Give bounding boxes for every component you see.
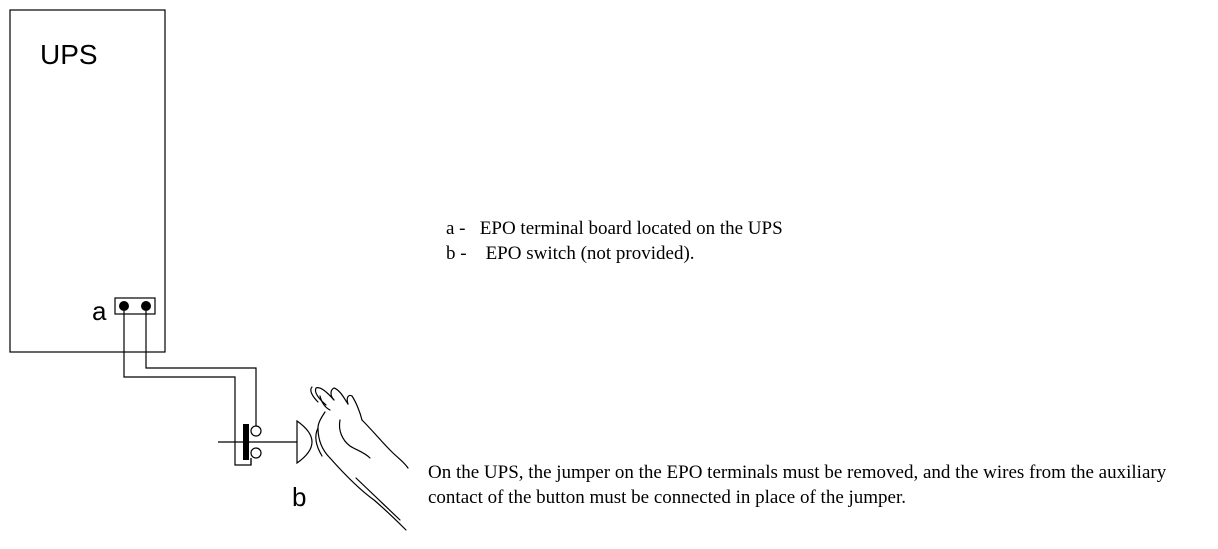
legend: a - EPO terminal board located on the UP… <box>446 216 783 266</box>
legend-key-a: a - <box>446 218 466 239</box>
switch-contact-icon <box>218 424 297 465</box>
installation-note: On the UPS, the jumper on the EPO termin… <box>428 462 1167 508</box>
legend-key-b: b - <box>446 243 467 264</box>
ups-label: UPS <box>40 39 98 70</box>
legend-item-b: b - EPO switch (not provided). <box>446 241 783 266</box>
legend-text-a: EPO terminal board located on the UPS <box>479 218 783 239</box>
hand-icon <box>310 386 409 531</box>
ups-cabinet <box>9 9 166 353</box>
legend-item-a: a - EPO terminal board located on the UP… <box>446 216 783 241</box>
label-b: b <box>292 482 306 512</box>
wire-2 <box>145 311 257 426</box>
legend-text-b: EPO switch (not provided). <box>485 243 695 264</box>
terminal-1 <box>119 301 129 311</box>
push-button-icon <box>296 419 313 465</box>
epo-terminal-board <box>114 297 156 315</box>
terminal-2 <box>141 301 151 311</box>
label-a: a <box>92 296 107 326</box>
